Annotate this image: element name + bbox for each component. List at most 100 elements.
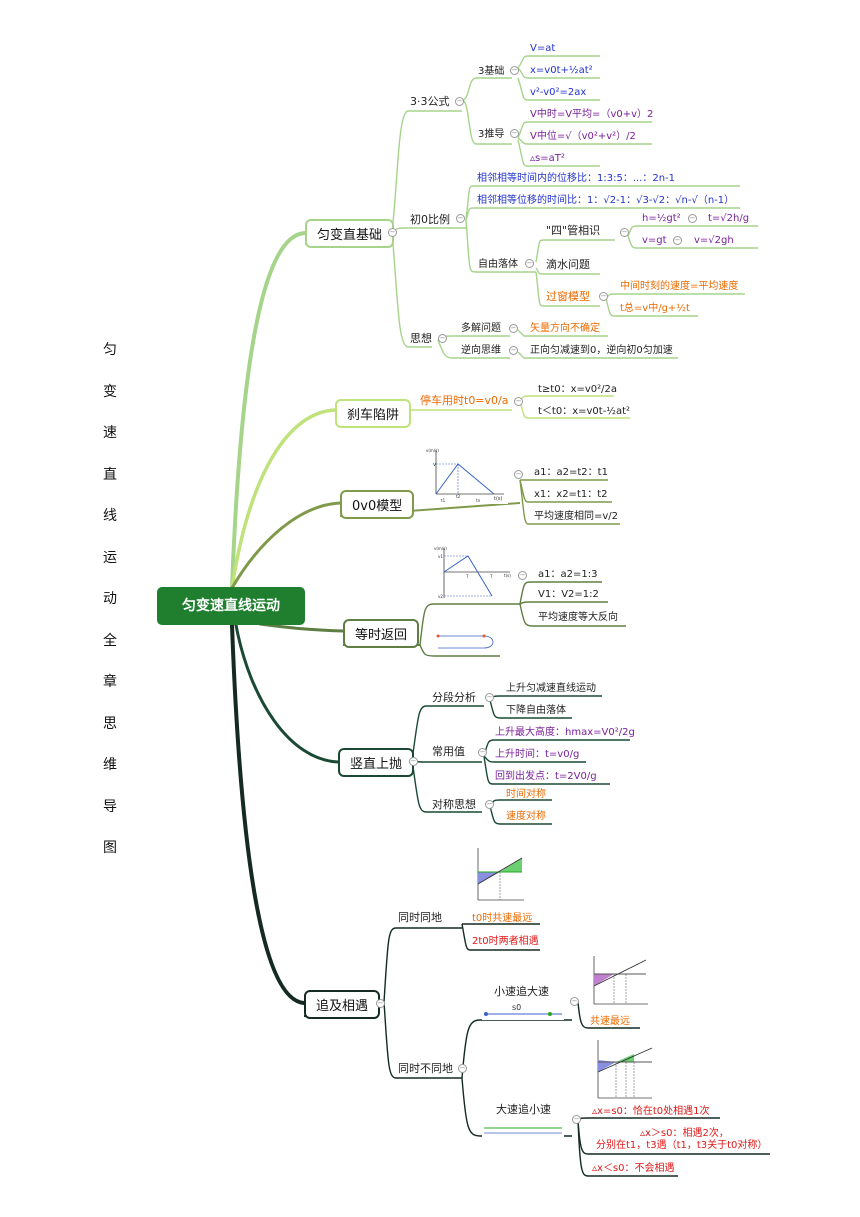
reverse-value: 正向匀减速到0，逆向初0匀加速 <box>530 345 673 356</box>
node-same-time-place[interactable]: 同时同地 <box>398 911 442 924</box>
graph-t3: tn <box>476 498 481 503</box>
max-height: 上升最大高度：hmax=V0²/2g <box>495 727 635 738</box>
node-fast-chase-slow[interactable]: 大速追小速 <box>496 1103 551 1116</box>
collapse-icon[interactable]: − <box>509 324 518 333</box>
graph-v2-label: v2 <box>438 594 443 599</box>
same-max-distance: t0时共速最远 <box>472 913 533 924</box>
graph-t1: t1 <box>441 498 446 503</box>
node-symmetry[interactable]: 对称思想 <box>432 798 476 811</box>
multi-solution-value: 矢量方向不确定 <box>530 323 600 334</box>
s0-label: s0 <box>512 1003 521 1012</box>
graph-ylabel: v(m/s) <box>426 448 439 453</box>
node-drip[interactable]: 滴水问题 <box>546 258 590 271</box>
branch-pursuit[interactable]: 追及相遇 <box>304 990 381 1019</box>
collapse-icon[interactable]: − <box>478 748 487 757</box>
collapse-icon[interactable]: − <box>673 236 682 245</box>
graph-xlabel: t(s) <box>494 496 503 502</box>
vt-graph-same-place <box>470 844 526 906</box>
branch-basics[interactable]: 匀变直基础 <box>305 219 395 248</box>
branch-0v0-model[interactable]: 0v0模型 <box>340 490 415 519</box>
collapse-icon[interactable]: − <box>570 997 579 1006</box>
node-reverse[interactable]: 逆向思维 <box>461 345 501 356</box>
window-total-time: t总=v中/g+½t <box>620 303 690 314</box>
window-mid-velocity: 中间时刻的速度=平均速度 <box>620 281 739 292</box>
rise-time: 上升时间：t=v0/g <box>495 749 580 760</box>
time-symmetry: 时间对称 <box>506 789 546 800</box>
return-avg-velocity: 平均速度等大反向 <box>538 612 618 623</box>
brake-case-1: t≥t0：x=v0²/2a <box>538 384 618 395</box>
root-node[interactable]: 匀变速直线运动 <box>157 587 305 625</box>
collapse-icon[interactable]: − <box>485 800 494 809</box>
return-ratio-v: V1：V2=1:2 <box>538 589 599 600</box>
branch-vertical-throw[interactable]: 竖直上抛 <box>338 748 415 777</box>
vt-graph-fast-chase <box>590 1036 656 1102</box>
node-window-model[interactable]: 过窗模型 <box>546 290 590 303</box>
collapse-icon[interactable]: − <box>510 129 519 138</box>
graph-T1-label: T <box>465 574 469 579</box>
node-slow-chase-fast[interactable]: 小速追大速 <box>494 985 549 998</box>
vt-graph-0v0: v(m/s) v t(s) t1 t2 tn <box>424 446 508 504</box>
return-time: 回到出发点：t=2V0/g <box>495 771 597 782</box>
vt-graph-return: v(m/s) t(s) v1 v2 T T <box>430 544 514 602</box>
collapse-icon[interactable]: − <box>455 97 464 106</box>
collapse-icon[interactable]: − <box>599 292 608 301</box>
fast-case-equal: ▵x=s0：恰在t0处相遇1次 <box>592 1106 710 1117</box>
collapse-icon[interactable]: − <box>409 757 418 766</box>
formula-t: t=√2h/g <box>708 213 750 224</box>
brake-stop-time: 停车用时t0=v0/a <box>420 394 509 407</box>
collapse-icon[interactable]: − <box>388 228 397 237</box>
node-formulas[interactable]: 3·3公式 <box>410 95 450 108</box>
node-common-values[interactable]: 常用值 <box>432 745 465 758</box>
collapse-icon[interactable]: − <box>376 999 385 1008</box>
collapse-icon[interactable]: − <box>485 693 494 702</box>
node-derived[interactable]: 3推导 <box>478 129 505 140</box>
model-ratio-x: x1：x2=t1：t2 <box>534 489 608 500</box>
fast-case-greater-1: ▵x＞s0：相遇2次， <box>640 1128 729 1139</box>
node-segmented[interactable]: 分段分析 <box>432 691 476 704</box>
graph-T2-label: T <box>489 574 493 579</box>
formula-v-2gh: v=√2gh <box>694 235 734 246</box>
same-meet: 2t0时两者相遇 <box>472 936 539 947</box>
collapse-icon[interactable]: − <box>620 228 629 237</box>
return-ratio-a: a1：a2=1:3 <box>538 569 598 580</box>
node-ratio[interactable]: 初0比例 <box>410 213 450 226</box>
fast-case-less: ▵x＜s0：不会相遇 <box>592 1163 675 1174</box>
node-freefall[interactable]: 自由落体 <box>478 259 518 270</box>
collapse-icon[interactable]: − <box>514 397 523 406</box>
ratio-displacement: 相邻相等位移的时间比：1：√2-1：√3-√2：√n-√（n-1） <box>477 195 735 206</box>
collapse-icon[interactable]: − <box>514 470 523 479</box>
graph-v-label: v <box>433 462 436 468</box>
model-ratio-a: a1：a2=t2：t1 <box>534 467 608 478</box>
collapse-icon[interactable]: − <box>510 66 519 75</box>
collapse-icon[interactable]: − <box>438 334 447 343</box>
node-thinking[interactable]: 思想 <box>410 332 432 345</box>
collapse-icon[interactable]: − <box>456 214 465 223</box>
collapse-icon[interactable]: − <box>572 1115 581 1124</box>
collapse-icon[interactable]: − <box>458 1064 467 1073</box>
node-basic[interactable]: 3基础 <box>478 66 505 77</box>
collapse-icon[interactable]: − <box>509 346 518 355</box>
formula-v-gt: v=gt <box>642 235 667 246</box>
collapse-icon[interactable]: − <box>518 571 527 580</box>
vt-graph-slow-chase <box>586 952 652 1008</box>
graph-v1-label: v1 <box>438 554 443 559</box>
segment-fall: 下降自由落体 <box>506 705 566 716</box>
ratio-time: 相邻相等时间内的位移比：1:3:5：...：2n-1 <box>477 173 676 184</box>
node-multi-solution[interactable]: 多解问题 <box>461 323 501 334</box>
branch-equal-time-return[interactable]: 等时返回 <box>343 619 420 648</box>
node-different-place[interactable]: 同时不同地 <box>398 1062 453 1075</box>
formula-v-at: V=at <box>530 43 556 54</box>
collapse-icon[interactable]: − <box>525 259 534 268</box>
formula-h: h=½gt² <box>642 213 681 224</box>
vertical-title: 匀变速 直线运 动全章 思维导 图 <box>103 342 117 856</box>
segment-rise: 上升匀减速直线运动 <box>506 683 596 694</box>
return-motion-sketch <box>432 626 502 654</box>
formula-vmid-pos: V中位=√（v0²+v²）/2 <box>530 131 636 142</box>
formula-vmid-time: V中时=V平均=（v0+v）2 <box>530 109 654 120</box>
graph-t2: t2 <box>456 494 461 499</box>
collapse-icon[interactable]: − <box>688 214 697 223</box>
graph-ylabel: v(m/s) <box>434 546 447 551</box>
branch-brake[interactable]: 刹车陷阱 <box>335 399 412 428</box>
node-four-quantities[interactable]: "四"管相识 <box>546 224 601 237</box>
